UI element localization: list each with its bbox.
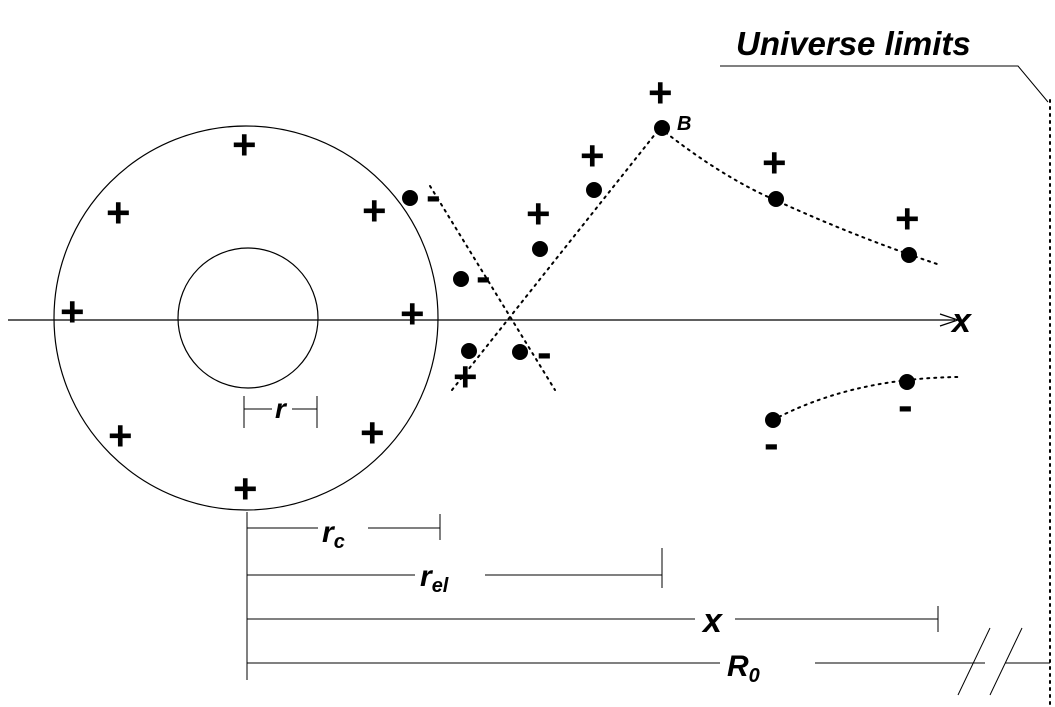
particle-neg-4-sign: - [764,419,779,468]
particle-neg-4 [765,412,781,428]
particle-neg-3-sign: - [537,328,552,377]
particle-b [654,120,670,136]
particle-pos-2 [532,241,548,257]
particle-pos-3-sign: + [580,132,605,179]
positive-trajectory-falling [659,127,941,266]
negative-trajectory [429,185,556,391]
particle-b-sign: + [648,69,673,116]
lower-negative-trajectory [772,376,959,421]
universe-limits-label: Universe limits [736,25,971,62]
particle-pos-5-sign: + [895,195,920,242]
particle-pos-1-sign: + [453,353,478,400]
dim-rel-label: rel [420,560,449,597]
particle-pos-2-sign: + [526,190,551,237]
sphere-charge-lower-right: + [360,409,385,456]
dim-r-label: r [275,393,288,424]
particle-pos-4-sign: + [762,139,787,186]
particle-neg-3 [512,344,528,360]
particle-pos-5 [901,247,917,263]
inner-core [177,247,319,389]
dim-rc-label: rc [322,516,345,553]
x-axis-arrowhead [939,313,960,327]
positive-trajectory-rising [451,127,661,391]
sphere-charge-upper-right: + [362,187,387,234]
break-mark-left [957,627,991,696]
x-axis-label: x [950,302,973,340]
particle-pos-1 [461,343,477,359]
sphere-charge-right: + [400,290,425,337]
dim-x-label: x [701,602,724,640]
particle-neg-5-sign: - [898,381,913,430]
outer-sphere [53,125,439,511]
dim-r0-label: R0 [727,650,760,687]
sphere-charge-lower-left: + [108,412,133,459]
particle-neg-1-sign: - [426,171,441,220]
particle-neg-1 [402,190,418,206]
particle-neg-2-sign: - [476,252,491,301]
sphere-charge-bottom: + [233,465,258,512]
break-mark-right [989,627,1023,696]
point-b-label: B [677,113,691,135]
particle-neg-5 [899,374,915,390]
particle-neg-2 [453,271,469,287]
sphere-charge-top: + [232,121,257,168]
sphere-charge-left: + [60,288,85,335]
particle-pos-4 [768,191,784,207]
sphere-charge-upper-left: + [106,189,131,236]
universe-limits-leader [720,65,1049,103]
particle-pos-3 [586,182,602,198]
